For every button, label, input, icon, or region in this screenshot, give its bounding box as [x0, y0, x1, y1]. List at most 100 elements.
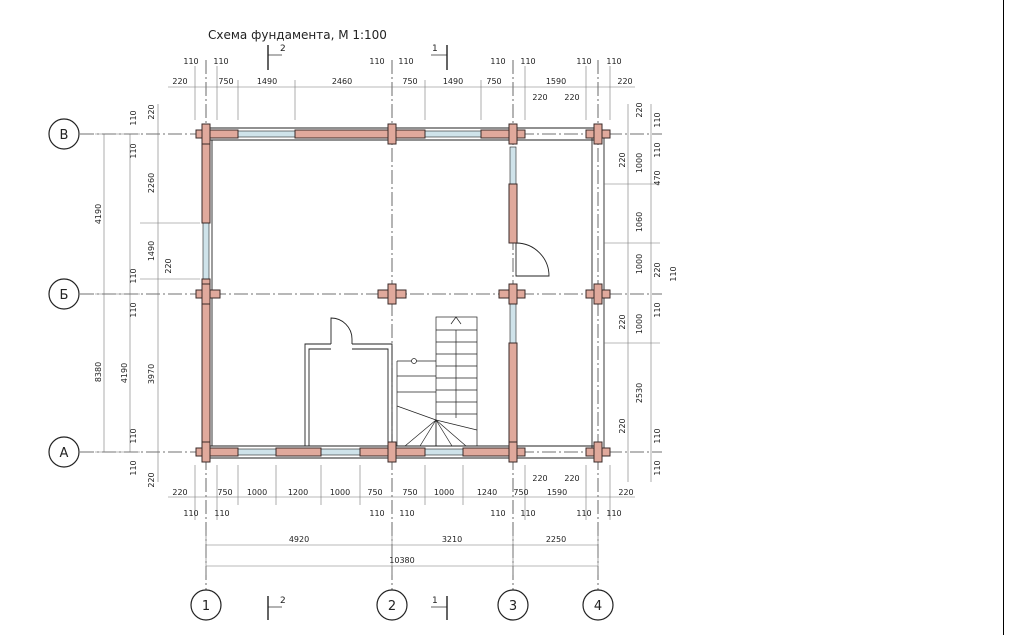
- doors: [330, 242, 550, 344]
- svg-text:110: 110: [653, 302, 662, 317]
- svg-text:110: 110: [369, 57, 384, 66]
- svg-text:1240: 1240: [477, 488, 497, 497]
- windows: [202, 130, 517, 456]
- axis-label-a: А: [60, 446, 69, 461]
- svg-text:110: 110: [576, 509, 591, 518]
- svg-text:110: 110: [490, 57, 505, 66]
- svg-text:110: 110: [520, 509, 535, 518]
- axis-label-b: Б: [60, 288, 69, 303]
- svg-text:1490: 1490: [257, 77, 277, 86]
- svg-text:470: 470: [653, 170, 662, 185]
- svg-text:1000: 1000: [635, 254, 644, 274]
- svg-text:1: 1: [432, 44, 438, 54]
- svg-text:110: 110: [520, 57, 535, 66]
- svg-text:2530: 2530: [635, 383, 644, 403]
- svg-text:110: 110: [606, 509, 621, 518]
- svg-text:4190: 4190: [120, 363, 129, 383]
- svg-text:220: 220: [618, 314, 627, 329]
- svg-text:220: 220: [618, 488, 633, 497]
- svg-text:220: 220: [147, 472, 156, 487]
- svg-text:750: 750: [402, 488, 417, 497]
- svg-text:110: 110: [129, 428, 138, 443]
- dim-right: 220 1000 470 1060 1000 220 1000 2530 220…: [618, 102, 678, 475]
- svg-text:110: 110: [129, 460, 138, 475]
- svg-text:3970: 3970: [147, 364, 156, 384]
- svg-text:110: 110: [606, 57, 621, 66]
- axis-label-4: 4: [594, 599, 602, 614]
- svg-text:220: 220: [172, 77, 187, 86]
- svg-text:110: 110: [214, 509, 229, 518]
- svg-text:110: 110: [129, 110, 138, 125]
- svg-text:4920: 4920: [289, 535, 309, 544]
- svg-text:220: 220: [618, 418, 627, 433]
- svg-text:110: 110: [490, 509, 505, 518]
- section-labels: 2 1 2 1: [280, 44, 438, 606]
- svg-text:750: 750: [217, 488, 232, 497]
- svg-text:1000: 1000: [434, 488, 454, 497]
- svg-text:220: 220: [617, 77, 632, 86]
- axis-label-3: 3: [509, 599, 517, 614]
- dimension-lines: [95, 66, 660, 575]
- axis-bubbles: [48, 118, 614, 621]
- svg-text:220: 220: [172, 488, 187, 497]
- frame-border: [1003, 0, 1004, 635]
- svg-text:750: 750: [402, 77, 417, 86]
- svg-text:110: 110: [129, 143, 138, 158]
- svg-text:3210: 3210: [442, 535, 462, 544]
- svg-text:110: 110: [398, 57, 413, 66]
- svg-text:220: 220: [653, 262, 662, 277]
- svg-text:1590: 1590: [547, 488, 567, 497]
- axis-label-2: 2: [388, 599, 396, 614]
- svg-text:220: 220: [564, 474, 579, 483]
- svg-text:110: 110: [369, 509, 384, 518]
- piles: [201, 123, 603, 463]
- svg-text:8380: 8380: [94, 362, 103, 382]
- svg-text:2: 2: [280, 596, 286, 606]
- svg-text:2460: 2460: [332, 77, 352, 86]
- svg-text:110: 110: [669, 266, 678, 281]
- axis-labels: В Б А 1 2 3 4: [60, 128, 603, 614]
- svg-text:110: 110: [576, 57, 591, 66]
- dim-left: 4190 4190 8380 2260 1490 3970 220 110 11…: [94, 104, 173, 487]
- staircase: [396, 316, 478, 447]
- svg-text:110: 110: [129, 302, 138, 317]
- svg-text:1060: 1060: [635, 212, 644, 232]
- svg-text:110: 110: [183, 57, 198, 66]
- dim-top: 110 110 110 110 110 110 110 110 220 750 …: [172, 57, 632, 102]
- svg-text:10380: 10380: [389, 556, 414, 565]
- svg-text:1000: 1000: [330, 488, 350, 497]
- svg-text:1200: 1200: [288, 488, 308, 497]
- svg-text:110: 110: [129, 268, 138, 283]
- svg-text:1: 1: [432, 596, 438, 606]
- svg-text:110: 110: [653, 142, 662, 157]
- svg-text:2260: 2260: [147, 173, 156, 193]
- axis-label-1: 1: [202, 599, 210, 614]
- svg-text:1590: 1590: [546, 77, 566, 86]
- svg-text:1000: 1000: [635, 314, 644, 334]
- svg-text:220: 220: [164, 258, 173, 273]
- svg-text:750: 750: [486, 77, 501, 86]
- dim-bottom: 220 220 220 750 1000 1200 1000 750 750 1…: [172, 474, 633, 565]
- svg-text:750: 750: [218, 77, 233, 86]
- svg-text:1490: 1490: [147, 241, 156, 261]
- svg-text:110: 110: [399, 509, 414, 518]
- svg-text:110: 110: [213, 57, 228, 66]
- svg-text:2: 2: [280, 44, 286, 54]
- svg-text:1490: 1490: [443, 77, 463, 86]
- svg-text:110: 110: [653, 112, 662, 127]
- svg-text:110: 110: [183, 509, 198, 518]
- svg-text:750: 750: [367, 488, 382, 497]
- axis-label-v: В: [60, 128, 69, 143]
- svg-text:220: 220: [147, 104, 156, 119]
- svg-text:1000: 1000: [247, 488, 267, 497]
- drawing-title: Схема фундамента, М 1:100: [208, 28, 387, 42]
- svg-text:220: 220: [564, 93, 579, 102]
- svg-text:220: 220: [532, 93, 547, 102]
- svg-text:220: 220: [618, 152, 627, 167]
- svg-text:110: 110: [653, 428, 662, 443]
- svg-text:4190: 4190: [94, 204, 103, 224]
- svg-text:1000: 1000: [635, 153, 644, 173]
- svg-text:220: 220: [532, 474, 547, 483]
- svg-text:2250: 2250: [546, 535, 566, 544]
